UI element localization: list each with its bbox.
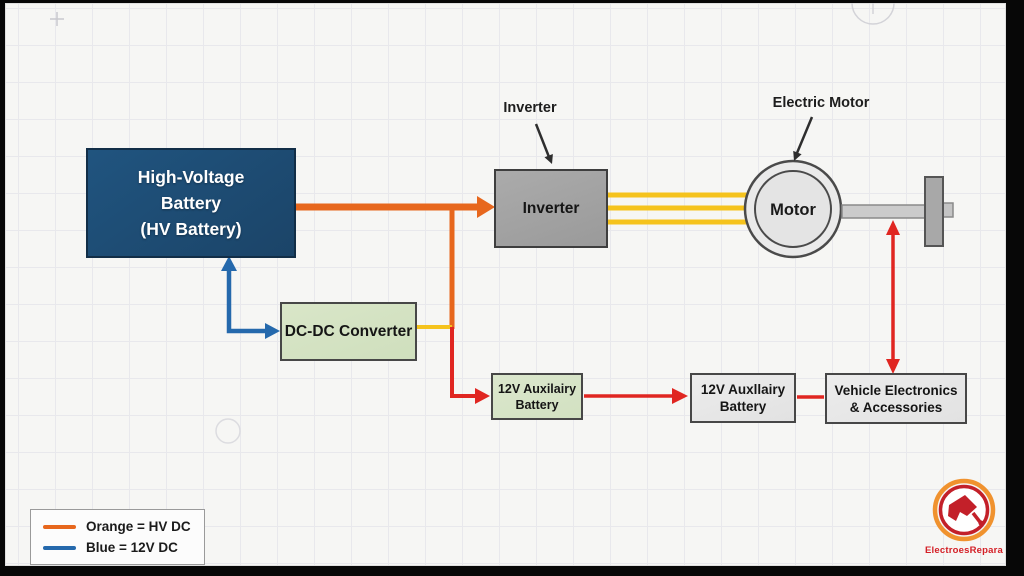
legend-orange-label: Orange = HV DC <box>86 519 191 534</box>
legend-row-orange: Orange = HV DC <box>43 519 204 534</box>
aux1-line2: Battery <box>515 397 559 412</box>
decor-plus-mark <box>50 12 64 26</box>
hv-battery-line3: (HV Battery) <box>140 219 242 239</box>
charging-gun-icon <box>948 495 984 526</box>
veh-line2: & Accessories <box>849 399 943 415</box>
red-aux-line-1 <box>584 388 688 404</box>
inverter-label: Inverter <box>522 199 580 217</box>
dcdc-label: DC-DC Converter <box>284 322 413 340</box>
legend-blue-label: Blue = 12V DC <box>86 540 178 555</box>
motor-circle: Motor <box>743 159 843 259</box>
hv-battery-box: High-Voltage Battery (HV Battery) <box>86 148 296 258</box>
letterbox-right <box>1006 0 1024 576</box>
dcdc-converter-box: DC-DC Converter <box>280 302 417 361</box>
legend: Orange = HV DC Blue = 12V DC <box>30 509 205 565</box>
wheel-disc <box>924 176 944 247</box>
red-double-arrow <box>886 220 900 374</box>
brand-name: ElectroesRepara <box>925 545 1003 556</box>
decor-small-circle <box>215 418 241 444</box>
aux2-line2: Battery <box>719 399 767 414</box>
aux-battery-gray-box: 12V Auxllairy Battery <box>690 373 796 423</box>
grid-paper-background <box>5 3 1006 566</box>
electric-motor-callout-label: Electric Motor <box>772 95 870 111</box>
veh-line1: Vehicle Electronics <box>834 382 958 398</box>
inverter-box: Inverter <box>494 169 608 248</box>
blue-12v-line <box>221 256 280 339</box>
vehicle-electronics-box: Vehicle Electronics & Accessories <box>825 373 967 424</box>
letterbox-top <box>0 0 1024 3</box>
motor-label: Motor <box>770 201 816 219</box>
letterbox-left <box>0 0 5 576</box>
aux2-line1: 12V Auxllairy <box>700 382 786 397</box>
blue-swatch <box>43 545 76 550</box>
inverter-callout-arrow <box>534 123 553 164</box>
red-branch-to-aux <box>450 327 490 404</box>
decor-compass-circle <box>851 0 895 25</box>
three-phase-lines <box>608 192 748 225</box>
legend-row-blue: Blue = 12V DC <box>43 540 204 555</box>
inverter-callout-label: Inverter <box>503 100 557 116</box>
hv-dc-line <box>296 196 495 329</box>
aux1-line1: 12V Auxilairy <box>497 381 577 396</box>
hv-battery-line2: Battery <box>160 193 222 213</box>
brand-logo-icon <box>932 478 996 542</box>
aux-battery-green-box: 12V Auxilairy Battery <box>491 373 583 420</box>
letterbox-bottom <box>0 566 1024 576</box>
hv-battery-line1: High-Voltage <box>137 167 245 187</box>
drive-shaft <box>841 176 954 247</box>
motor-callout-arrow <box>793 116 814 161</box>
brand-logo: ElectroesRepara <box>925 477 1003 559</box>
orange-swatch <box>43 524 76 529</box>
